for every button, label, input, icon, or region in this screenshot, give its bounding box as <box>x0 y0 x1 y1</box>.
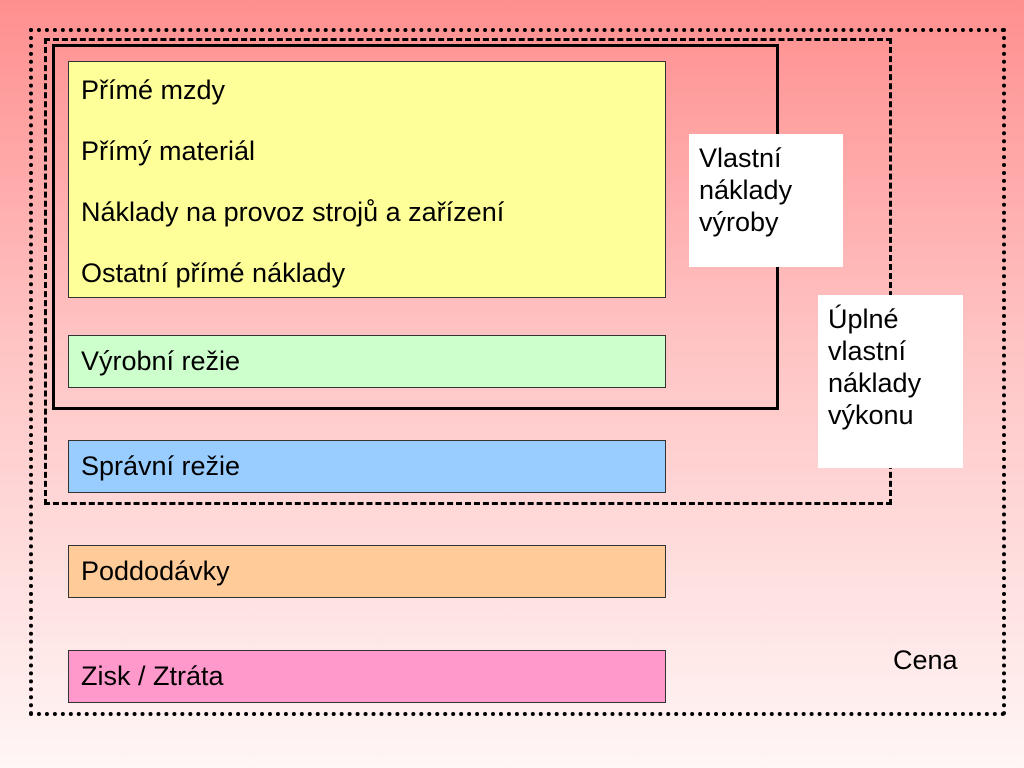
direct-cost-item: Náklady na provoz strojů a zařízení <box>81 197 505 227</box>
direct-costs-box: Přímé mzdy Přímý materiál Náklady na pro… <box>68 61 666 298</box>
production-overhead-box: Výrobní režie <box>68 335 666 388</box>
label-line: Vlastní <box>699 143 782 173</box>
own-production-costs-label: Vlastní náklady výroby <box>689 134 843 267</box>
label-line: náklady <box>828 368 922 398</box>
full-own-costs-frame <box>44 38 892 505</box>
label-line: Úplné <box>828 304 899 334</box>
label-line: výkonu <box>828 400 914 430</box>
direct-cost-item: Ostatní přímé náklady <box>81 258 346 288</box>
subcontracting-box: Poddodávky <box>68 545 666 598</box>
label-line: náklady <box>699 175 793 205</box>
price-label: Cena <box>893 645 958 675</box>
full-own-costs-label: Úplné vlastní náklady výkonu <box>818 295 963 468</box>
label-line: vlastní <box>828 336 907 366</box>
direct-cost-item: Přímý materiál <box>81 136 256 166</box>
administrative-overhead-box: Správní režie <box>68 440 666 493</box>
direct-cost-item: Přímé mzdy <box>81 75 226 105</box>
label-line: výroby <box>699 207 779 237</box>
profit-loss-box: Zisk / Ztráta <box>68 650 666 703</box>
price-frame <box>29 28 1006 716</box>
